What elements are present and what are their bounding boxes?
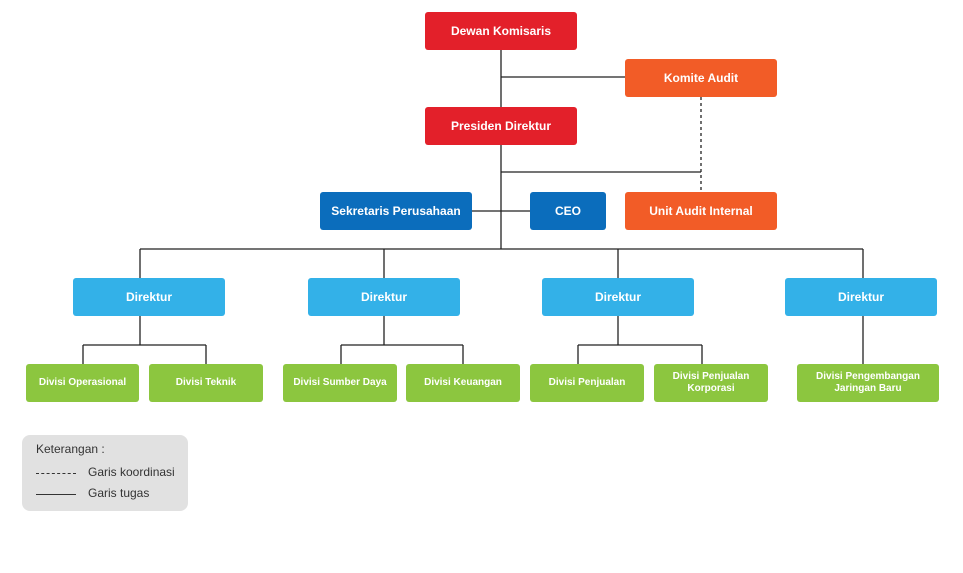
legend-title: Keterangan : bbox=[36, 442, 105, 456]
direktur-box-4: Direktur bbox=[785, 278, 937, 316]
sekretaris-perusahaan-box: Sekretaris Perusahaan bbox=[320, 192, 472, 230]
divisi-keuangan-box: Divisi Keuangan bbox=[406, 364, 520, 402]
komite-audit-box: Komite Audit bbox=[625, 59, 777, 97]
unit-audit-internal-box: Unit Audit Internal bbox=[625, 192, 777, 230]
direktur-box-3: Direktur bbox=[542, 278, 694, 316]
divisi-teknik-box: Divisi Teknik bbox=[149, 364, 263, 402]
presiden-direktur-box: Presiden Direktur bbox=[425, 107, 577, 145]
ceo-box: CEO bbox=[530, 192, 606, 230]
legend-item-solid: Garis tugas bbox=[36, 486, 186, 502]
dewan-komisaris-box: Dewan Komisaris bbox=[425, 12, 577, 50]
direktur-box-1: Direktur bbox=[73, 278, 225, 316]
dashed-line-sample bbox=[36, 473, 76, 474]
legend-label-solid: Garis tugas bbox=[88, 486, 150, 500]
legend-item-dashed: Garis koordinasi bbox=[36, 465, 186, 481]
divisi-penjualan-box: Divisi Penjualan bbox=[530, 364, 644, 402]
divisi-sumber-daya-box: Divisi Sumber Daya bbox=[283, 364, 397, 402]
legend-panel: Keterangan : Garis koordinasi Garis tuga… bbox=[22, 435, 188, 511]
divisi-penjualan-korporasi-box: Divisi Penjualan Korporasi bbox=[654, 364, 768, 402]
legend-label-dashed: Garis koordinasi bbox=[88, 465, 175, 479]
direktur-box-2: Direktur bbox=[308, 278, 460, 316]
divisi-operasional-box: Divisi Operasional bbox=[26, 364, 139, 402]
solid-line-sample bbox=[36, 494, 76, 495]
divisi-pengembangan-jaringan-baru-box: Divisi Pengembangan Jaringan Baru bbox=[797, 364, 939, 402]
